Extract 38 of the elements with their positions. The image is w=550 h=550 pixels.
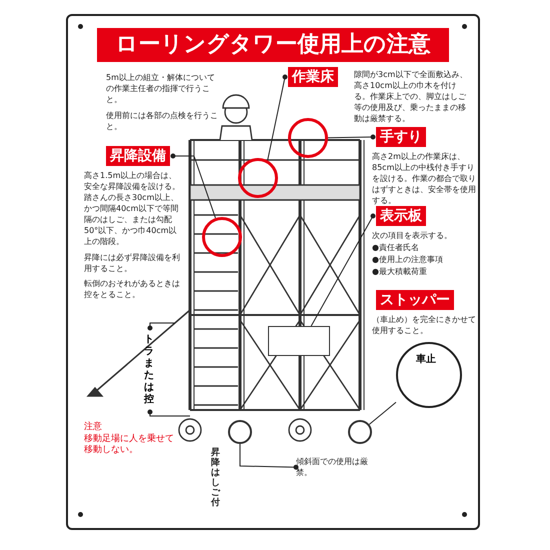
callout-heading: 表示板: [376, 206, 426, 226]
ladder-label: 昇降はしご付: [211, 448, 222, 508]
callout-heading: 昇降設備: [106, 146, 170, 166]
warning-text: 傾斜面での使用は厳禁。: [296, 456, 369, 478]
highlight-circle: [202, 217, 242, 257]
callout-text: 高さ1.5m以上の場合は、安全な昇降設備を設ける。踏さんの長さ30cm以上、かつ間隔40cm以下で等間隔のはしご、または勾配50°以下、かつ巾40cm以上の階段。: [84, 170, 181, 247]
highlight-circle: [288, 118, 328, 158]
title-banner: ローリングタワー使用上の注意: [97, 28, 449, 62]
leader-line: [170, 154, 216, 219]
callout-heading: 手すり: [376, 127, 426, 147]
caution-text: 注意: [84, 422, 103, 433]
callout-heading: ストッパー: [376, 290, 454, 310]
callout-text: 次の項目を表示する。: [372, 230, 453, 241]
leader-line: [240, 444, 298, 470]
note-text: 昇降には必ず昇降設備を利用すること。: [84, 252, 181, 274]
caster-wheel-icon: [348, 420, 372, 444]
callout-text: （車止め）を完全にきかせて使用すること。: [372, 314, 476, 336]
note-text: 使用前には各部の点検を行うこと。: [106, 110, 218, 132]
callout-text: 高さ2m以上の作業床は、85cm以上の中桟付き手すりを設ける。作業の都合で取りはずすときは、安全帯を使用する。: [372, 151, 476, 206]
part-label: 車止: [416, 352, 436, 366]
leader-line: [368, 402, 396, 425]
leader-line: [148, 322, 176, 330]
brace-label: トラまたは控: [144, 334, 155, 406]
callout-text: ●使用上の注意事項: [372, 254, 444, 265]
callout-text: 隙間が3cm以下で全面敷込み、高さ10cm以上の巾木を付ける。作業床上での、脚立はしご等の使用及び、乗ったままの移動は厳禁する。: [354, 69, 468, 124]
caution-text: 移動足場に人を乗せて移動しない。: [84, 434, 174, 456]
callout-text: ●責任者氏名: [372, 242, 420, 253]
leader-line: [328, 134, 376, 140]
leader-line: [310, 214, 376, 326]
note-text: 転倒のおそれがあるときは控をとること。: [84, 278, 180, 300]
callout-heading: 作業床: [288, 67, 338, 87]
leader-line: [267, 74, 288, 161]
caster-wheel-icon: [228, 420, 252, 444]
leader-line: [148, 410, 190, 416]
notice-plate: [268, 326, 330, 356]
highlight-circle: [238, 158, 278, 198]
callout-text: ●最大積載荷重: [372, 266, 428, 277]
note-text: 5m以上の組立・解体についての作業主任者の指揮で行うこと。: [106, 72, 216, 105]
